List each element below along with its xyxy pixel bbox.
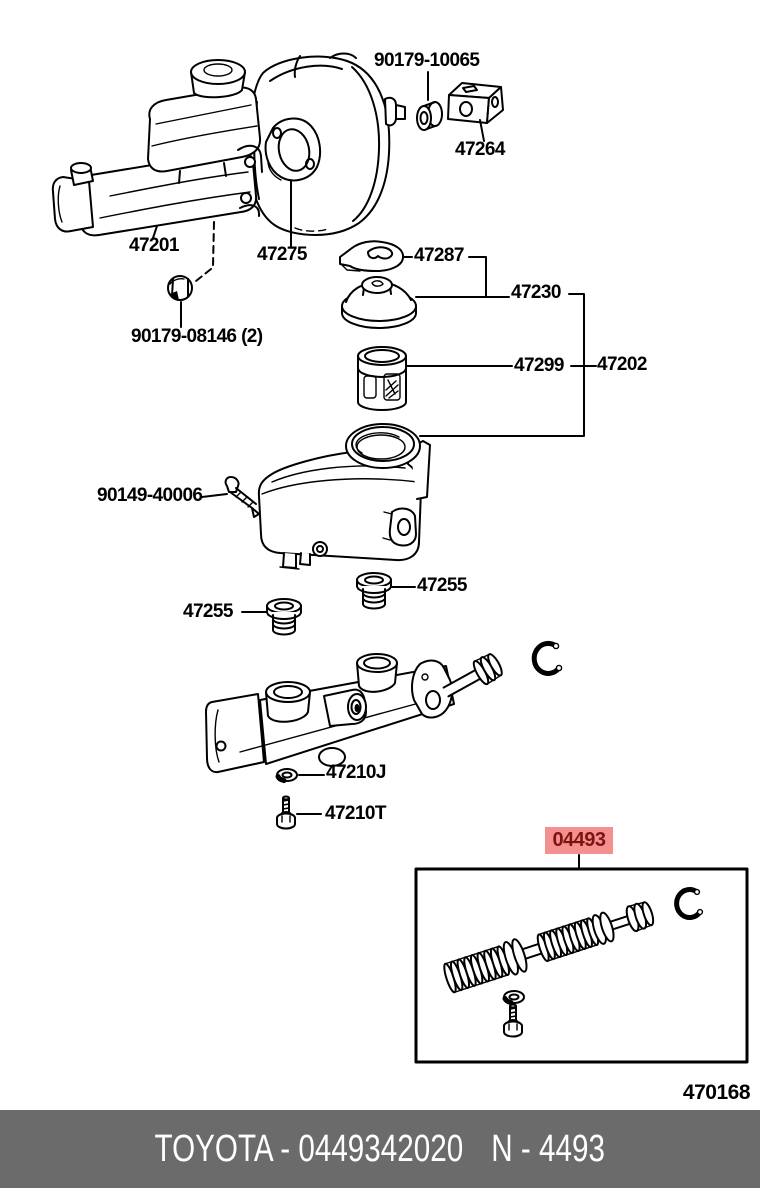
footer-text: TOYOTA - 0449342020 N - 4493 <box>155 1130 605 1168</box>
part-label-booster-nut[interactable]: 90179-10065 <box>374 50 480 71</box>
mounting-nut-drawing <box>167 275 193 301</box>
bare-cylinder-drawing <box>205 653 503 774</box>
reservoir-strainer-drawing <box>357 346 407 411</box>
booster-gasket-drawing <box>264 117 322 182</box>
part-label-mounting-nut[interactable]: 90179-08146 (2) <box>131 326 263 347</box>
part-label-strainer[interactable]: 47299 <box>514 355 564 376</box>
figure-code: 470168 <box>682 1081 751 1104</box>
reservoir-seal-drawing <box>345 423 421 469</box>
grommet-rear-drawing <box>266 598 302 636</box>
grommet-front-drawing <box>356 572 392 610</box>
part-label-master-cylinder[interactable]: 47201 <box>129 235 179 256</box>
clevis-bracket-drawing <box>447 82 504 124</box>
outlet-washer-drawing <box>277 769 297 781</box>
part-label-grommet-front[interactable]: 47255 <box>417 575 467 596</box>
part-label-grommet-rear[interactable]: 47255 <box>183 601 233 622</box>
reservoir-clamp-drawing <box>339 240 405 272</box>
part-label-outlet-washer[interactable]: 47210J <box>326 762 386 783</box>
outlet-bolt-drawing <box>276 795 296 830</box>
kit-bolt-drawing <box>503 1003 523 1038</box>
part-label-outlet-bolt[interactable]: 47210T <box>325 803 386 824</box>
part-label-clevis-bracket[interactable]: 47264 <box>455 139 505 160</box>
part-label-repair-kit-highlighted[interactable]: 04493 <box>545 827 613 854</box>
footer-catalog-text: TOYOTA - 0449342020 <box>154 1128 464 1170</box>
kit-washer-drawing <box>504 991 524 1003</box>
leader-lines <box>152 71 597 869</box>
booster-nut-drawing <box>416 101 443 131</box>
master-cylinder-assy-drawing <box>51 59 263 237</box>
snap-ring-drawing <box>531 640 563 676</box>
footer-bar: TOYOTA - 0449342020 N - 4493 <box>0 1110 760 1188</box>
kit-snap-ring-drawing <box>674 887 704 921</box>
kit-piston-assembly-drawing <box>443 901 655 994</box>
part-label-reservoir-assy[interactable]: 47202 <box>597 354 647 375</box>
repair-kit-box <box>414 867 749 1064</box>
part-label-reservoir-cap[interactable]: 47230 <box>511 282 561 303</box>
footer-part-note: N - 4493 <box>491 1128 606 1170</box>
part-label-reservoir-screw[interactable]: 90149-40006 <box>97 485 203 506</box>
reservoir-tank-drawing <box>257 440 431 570</box>
reservoir-screw-drawing <box>224 476 260 518</box>
part-label-reservoir-clamp[interactable]: 47287 <box>414 245 464 266</box>
part-label-booster-gasket[interactable]: 47275 <box>257 244 307 265</box>
reservoir-cap-drawing <box>341 276 417 329</box>
